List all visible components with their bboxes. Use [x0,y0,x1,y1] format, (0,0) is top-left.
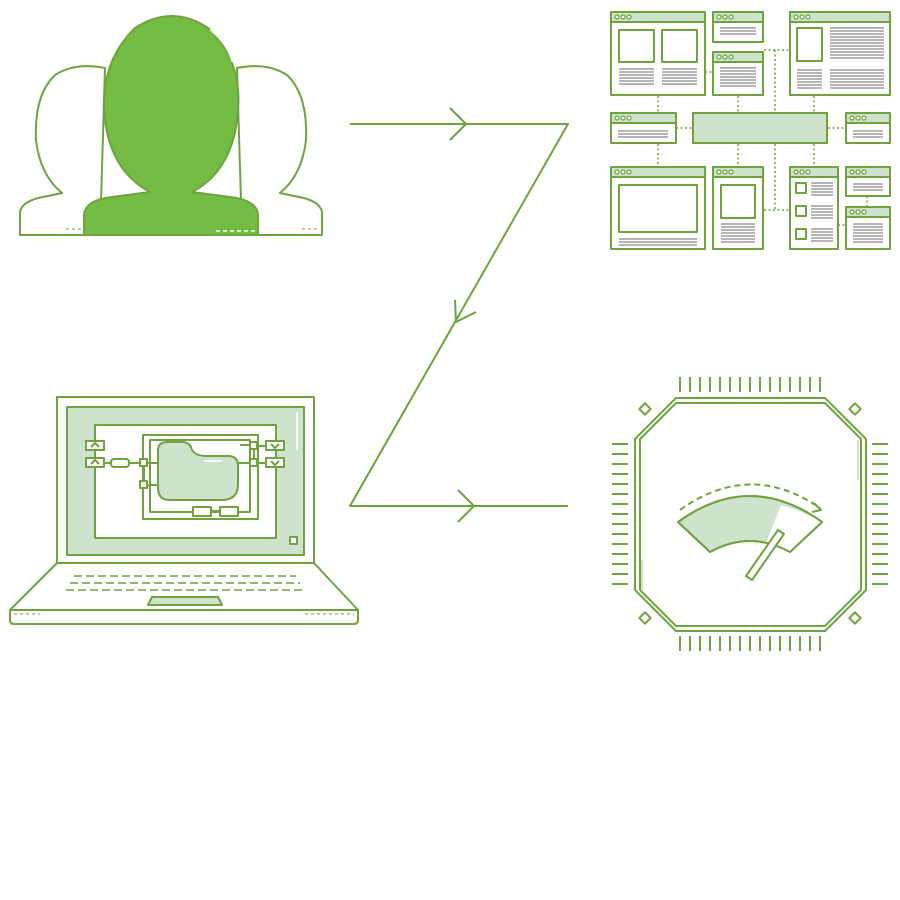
window-dot-icon [799,14,805,20]
window-titlebar [712,166,764,178]
window-dot-icon [728,169,734,175]
mini-window [610,112,677,144]
window-dot-icon [849,169,855,175]
window-dot-icon [805,169,811,175]
mini-window [845,166,891,197]
mini-window [845,206,891,250]
window-dot-icon [722,14,728,20]
chip-inner-edge [639,402,862,627]
gauge-dashed-arc [679,483,821,511]
window-dot-icon [728,54,734,60]
image-placeholder [661,29,698,63]
flow-connector [349,107,569,523]
schematic-circuit [85,434,298,545]
window-dot-icon [793,169,799,175]
arrow-right-icon [449,107,467,141]
image-placeholder [795,182,807,194]
window-dot-icon [855,209,861,215]
window-dot-icon [626,115,632,121]
image-placeholder [796,27,823,62]
window-dot-icon [620,169,626,175]
window-dot-icon [861,209,867,215]
users-group-icon [19,15,323,236]
chip-corner [638,611,652,625]
window-titlebar [845,112,891,124]
mini-window [712,166,764,250]
window-dot-icon [620,115,626,121]
window-titlebar [610,166,706,178]
mini-window [610,166,706,250]
image-placeholder [795,205,807,217]
chip-gauge-icon [612,377,888,651]
window-titlebar [789,11,891,23]
front-person [66,15,320,236]
window-dot-icon [626,169,632,175]
mini-window [712,11,764,43]
chip-corner [848,402,862,416]
window-dot-icon [728,14,734,20]
arrow-right-icon [457,489,475,523]
mini-window [610,11,706,96]
window-dot-icon [722,54,728,60]
mini-window [789,166,839,250]
window-dot-icon [716,169,722,175]
chip-corner [638,402,652,416]
window-dot-icon [722,169,728,175]
laptop-schematic-icon [9,396,359,625]
window-titlebar [789,166,839,178]
window-dot-icon [614,14,620,20]
mini-window [845,112,891,144]
window-dot-icon [716,14,722,20]
window-titlebar [845,166,891,178]
gauge-outline [677,495,823,553]
window-dot-icon [620,14,626,20]
window-dot-icon [861,115,867,121]
window-dot-icon [716,54,722,60]
window-dot-icon [805,14,811,20]
window-dot-icon [799,169,805,175]
window-dot-icon [626,14,632,20]
image-placeholder [720,184,756,219]
window-titlebar [712,51,764,63]
window-dot-icon [855,115,861,121]
window-dot-icon [849,209,855,215]
mini-window [712,51,764,96]
back-person-right [236,65,323,236]
image-placeholder [618,184,698,233]
arrow-down-left-icon [454,299,477,323]
window-architecture-icon [610,11,891,250]
window-titlebar [610,112,677,124]
window-dot-icon [614,115,620,121]
window-titlebar [712,11,764,23]
gauge-needle [745,529,785,581]
gauge-arrow-icon [811,502,822,513]
window-titlebar [610,11,706,23]
window-dot-icon [614,169,620,175]
window-titlebar [845,206,891,218]
window-dot-icon [861,169,867,175]
window-dot-icon [793,14,799,20]
image-placeholder [795,228,807,240]
window-dot-icon [849,115,855,121]
back-person-left [19,65,106,236]
central-bar [692,112,828,144]
image-placeholder [618,29,655,63]
mini-window [789,11,891,96]
chip-corner [848,611,862,625]
window-dot-icon [855,169,861,175]
